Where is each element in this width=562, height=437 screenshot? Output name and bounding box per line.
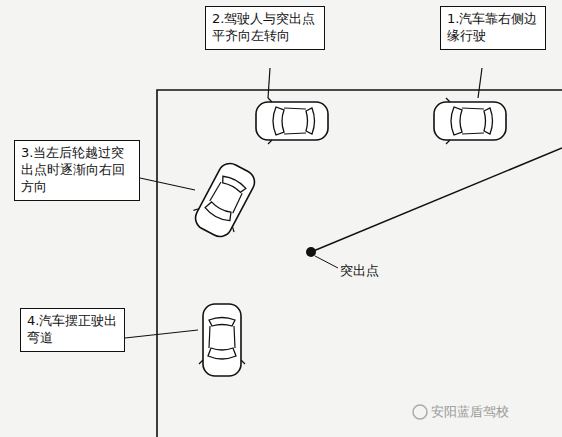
road-edge xyxy=(311,148,562,252)
callout-box: 2.驾驶人与突出点平齐向左转向 xyxy=(205,6,325,50)
leader-line xyxy=(315,256,338,268)
callout-pointer xyxy=(268,68,270,98)
callout-text: 3.当左后轮越过突出点时逐渐向右回方向 xyxy=(21,145,133,196)
road-edge xyxy=(157,90,562,437)
callout-box: 1.汽车靠右侧边缘行驶 xyxy=(440,6,546,50)
callout-text: 4.汽车摆正驶出弯道 xyxy=(27,313,118,347)
callout-pointer xyxy=(125,330,198,338)
callout-pointer xyxy=(140,178,195,190)
callout-pointer xyxy=(478,68,482,98)
callout-box: 4.汽车摆正驶出弯道 xyxy=(20,308,125,352)
point-label: 突出点 xyxy=(340,262,379,280)
watermark-icon xyxy=(413,405,427,419)
watermark: 安阳蓝盾驾校 xyxy=(431,403,509,421)
protrusion-point xyxy=(306,247,316,257)
callout-text: 1.汽车靠右侧边缘行驶 xyxy=(447,11,539,45)
callout-text: 2.驾驶人与突出点平齐向左转向 xyxy=(212,11,318,45)
callout-box: 3.当左后轮越过突出点时逐渐向右回方向 xyxy=(14,140,140,201)
